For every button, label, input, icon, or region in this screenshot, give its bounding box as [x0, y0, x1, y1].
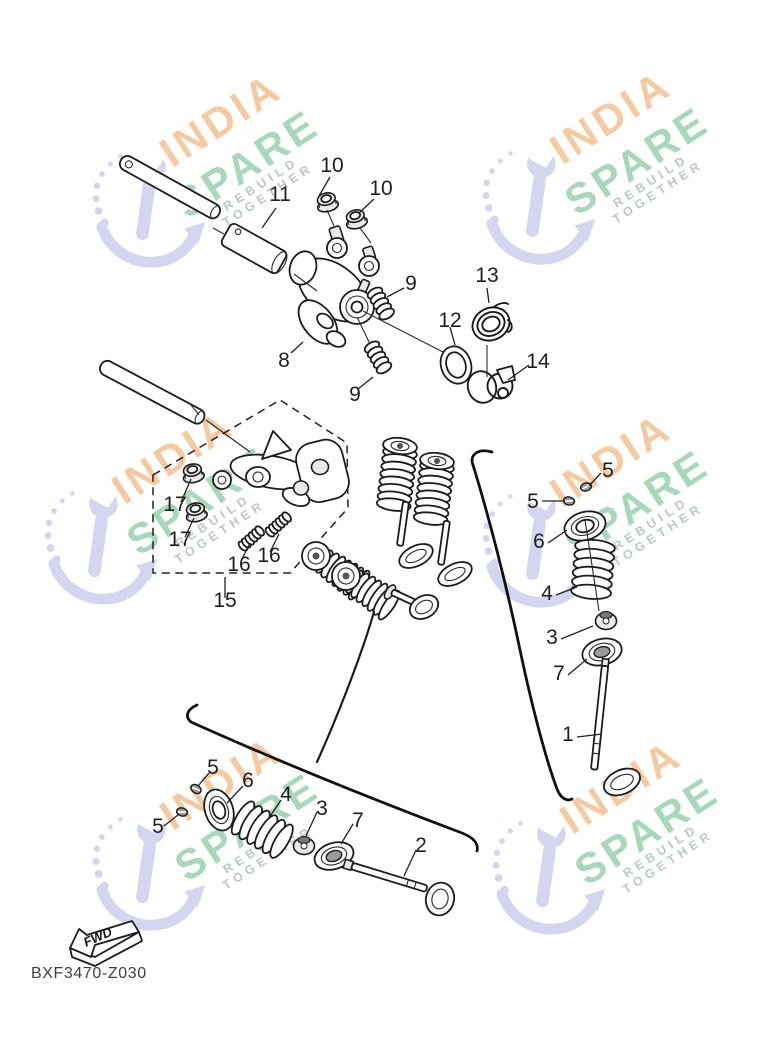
part-label-2: 2: [415, 834, 427, 857]
valve-1: [590, 657, 641, 797]
part-label-3: 3: [316, 797, 328, 820]
washer-12: [439, 345, 473, 385]
part-label-15: 15: [213, 589, 236, 612]
part-label-14: 14: [526, 350, 550, 373]
nut-17-a: [179, 461, 207, 486]
part-label-17: 17: [163, 493, 186, 516]
fwd-label: FWD: [81, 924, 115, 950]
group-braces: [186, 449, 574, 853]
part-label-16: 16: [227, 553, 250, 576]
rocker-arm-15: [212, 430, 350, 507]
leader-lines: [163, 176, 603, 877]
valve-2: [342, 858, 456, 917]
valve-seal-3: [594, 610, 618, 631]
torsion-spring-13: [471, 302, 513, 342]
rocker-shaft-top: [118, 155, 288, 275]
part-label-7: 7: [352, 809, 364, 832]
fwd-direction-marker: FWD: [69, 920, 143, 967]
part-label-4: 4: [541, 582, 553, 605]
valve-detail-right: [560, 480, 641, 797]
valve-spring-4: [226, 797, 298, 862]
part-label-1: 1: [562, 723, 574, 746]
spring-9-b: [361, 338, 395, 377]
part-label-7: 7: [553, 662, 565, 685]
part-label-16: 16: [257, 544, 280, 567]
part-label-10: 10: [369, 177, 392, 200]
part-label-13: 13: [475, 264, 498, 287]
part-label-3: 3: [546, 626, 558, 649]
pad-11: [220, 222, 288, 275]
part-label-5: 5: [207, 756, 219, 779]
part-label-5: 5: [602, 459, 614, 482]
part-label-8: 8: [278, 349, 290, 372]
assembly-box-15: [152, 399, 350, 574]
part-label-4: 4: [280, 783, 292, 806]
part-label-12: 12: [438, 309, 461, 332]
part-label-9: 9: [349, 383, 361, 406]
part-label-5: 5: [527, 490, 539, 513]
drawing-number: BXF3470-Z030: [31, 965, 147, 982]
rocker-arm-8: [288, 225, 380, 348]
valve-seal-3: [292, 835, 316, 856]
rocker-shaft-middle: [99, 359, 206, 425]
part-label-6: 6: [242, 769, 254, 792]
nut-17-b: [182, 500, 210, 525]
valve-assembly-main: [301, 436, 473, 623]
valve-detail-bottom: [174, 781, 456, 917]
part-label-5: 5: [152, 815, 164, 838]
part-label-11: 11: [269, 183, 291, 206]
nut-10-b: [342, 206, 370, 232]
part-label-17: 17: [168, 528, 191, 551]
part-label-10: 10: [320, 154, 343, 177]
part-label-6: 6: [533, 530, 545, 553]
part-label-9: 9: [405, 272, 417, 295]
